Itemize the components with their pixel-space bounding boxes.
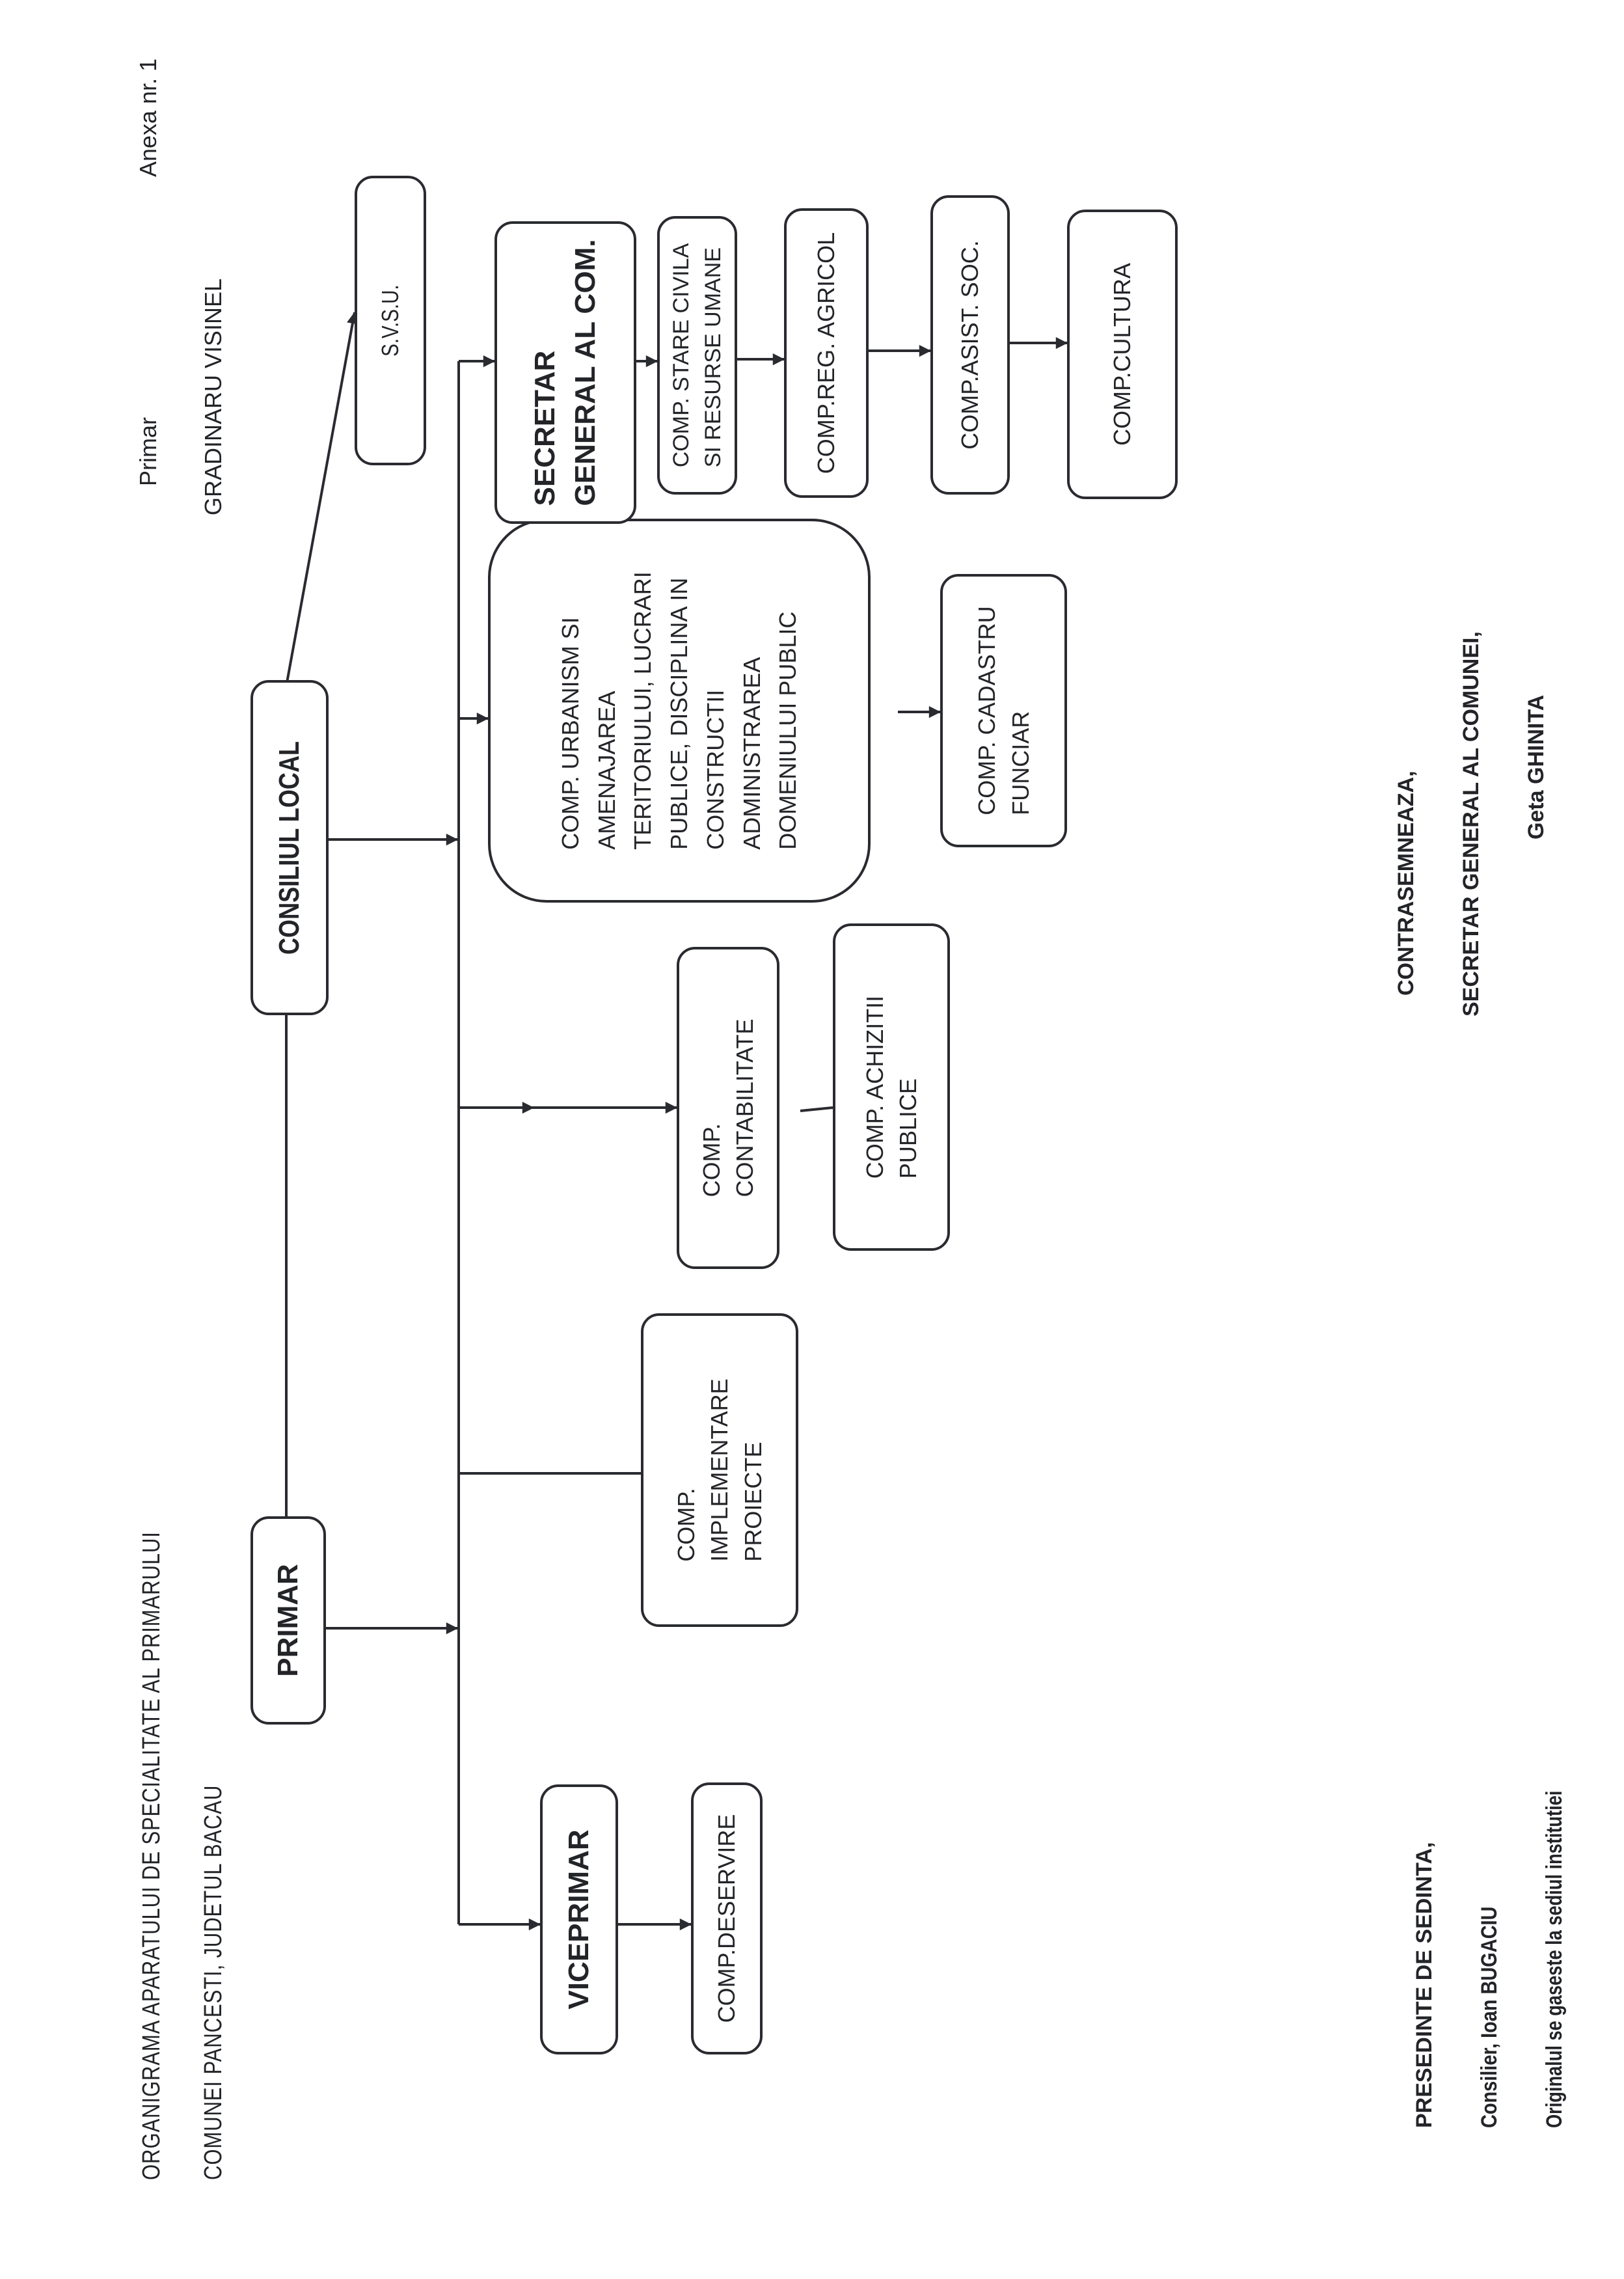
node-comp-urbanism: COMP. URBANISM SI AMENAJAREA TERITORIULU… bbox=[488, 519, 871, 903]
node-comp-deservire-label: COMP.DESERVIRE bbox=[713, 1814, 740, 2023]
node-comp-asist-soc: COMP.ASIST. SOC. bbox=[930, 195, 1010, 495]
node-comp-asist-soc-label: COMP.ASIST. SOC. bbox=[956, 240, 984, 450]
node-comp-implementare: COMP. IMPLEMENTARE PROIECTE bbox=[641, 1313, 798, 1627]
node-comp-cultura: COMP.CULTURA bbox=[1067, 210, 1178, 499]
node-comp-deservire: COMP.DESERVIRE bbox=[691, 1782, 763, 2054]
node-comp-stare-civila-label: COMP. STARE CIVILA SI RESURSE UMANE bbox=[669, 243, 725, 468]
node-comp-contabilitate-label: COMP. CONTABILITATE bbox=[697, 1018, 758, 1197]
node-comp-cultura-label: COMP.CULTURA bbox=[1109, 263, 1136, 446]
node-viceprimar-label: VICEPRIMAR bbox=[562, 1829, 595, 2010]
node-comp-achizitii-label: COMP. ACHIZITII PUBLICE bbox=[861, 995, 921, 1179]
signature-right-title: CONTRASEMNEAZA, bbox=[1394, 771, 1418, 996]
node-svsu: S.V.S.U. bbox=[355, 176, 426, 465]
node-comp-cadastru-label: COMP. CADASTRU FUNCIAR bbox=[973, 606, 1034, 815]
node-consiliul-local: CONSILIUL LOCAL bbox=[250, 680, 329, 1015]
link-contabilitate-achizitii bbox=[800, 1106, 833, 1112]
node-comp-contabilitate: COMP. CONTABILITATE bbox=[677, 947, 779, 1269]
node-viceprimar: VICEPRIMAR bbox=[540, 1784, 618, 2054]
signature-right-name: Geta GHINITA bbox=[1524, 694, 1549, 839]
original-location-note: Originalul se gaseste la sediul institut… bbox=[1542, 1790, 1567, 2128]
signature-right-role: SECRETAR GENERAL AL COMUNEI, bbox=[1459, 631, 1483, 1017]
node-comp-cadastru: COMP. CADASTRU FUNCIAR bbox=[940, 574, 1067, 847]
node-secretar-general-label: SECRETAR GENERAL AL COM. bbox=[528, 239, 601, 506]
node-comp-reg-agricol: COMP.REG. AGRICOL bbox=[784, 208, 869, 498]
node-comp-urbanism-label: COMP. URBANISM SI AMENAJAREA TERITORIULU… bbox=[556, 571, 802, 850]
signature-left-title: PRESEDINTE DE SEDINTA, bbox=[1412, 1842, 1437, 2128]
node-svsu-label: S.V.S.U. bbox=[377, 284, 404, 357]
node-comp-implementare-label: COMP. IMPLEMENTARE PROIECTE bbox=[673, 1378, 766, 1562]
node-comp-stare-civila: COMP. STARE CIVILA SI RESURSE UMANE bbox=[657, 216, 737, 495]
link-consiliul-svsu bbox=[284, 312, 359, 694]
node-primar-label: PRIMAR bbox=[271, 1564, 304, 1677]
signature-left-name: Consilier, Ioan BUGACIU bbox=[1477, 1906, 1502, 2128]
node-secretar-general: SECRETAR GENERAL AL COM. bbox=[494, 221, 636, 524]
node-comp-achizitii: COMP. ACHIZITII PUBLICE bbox=[833, 923, 950, 1251]
node-consiliul-local-label: CONSILIUL LOCAL bbox=[273, 741, 305, 955]
node-comp-reg-agricol-label: COMP.REG. AGRICOL bbox=[813, 232, 840, 474]
node-primar: PRIMAR bbox=[250, 1516, 326, 1725]
